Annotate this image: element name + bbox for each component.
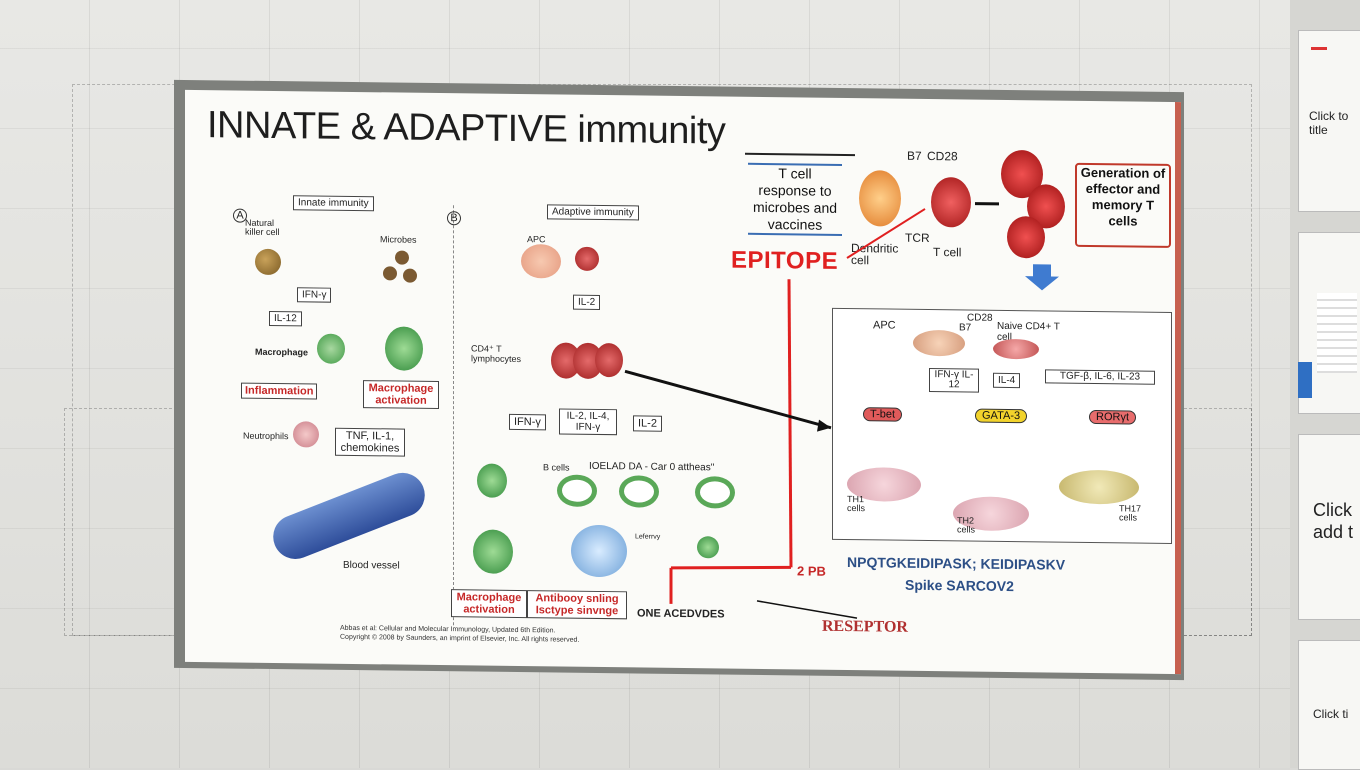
cd4-to-th-arrowhead	[817, 420, 831, 432]
thumbnail-3[interactable]: Click add t	[1298, 434, 1360, 620]
t-cell-icon-b	[575, 247, 599, 271]
plasma-cell-icon	[571, 525, 627, 578]
spike-label[interactable]: Spike SARCOV2	[905, 577, 1014, 594]
nk-cell-label: Natural killer cell	[245, 219, 281, 237]
cd4-label: CD4⁺ T lymphocytes	[471, 343, 551, 364]
blood-vessel-icon	[267, 466, 432, 565]
thumbnail-1[interactable]: Click to title	[1298, 30, 1360, 212]
mac-activation-box-b: Macrophage activation	[451, 589, 527, 618]
peptide-sequence[interactable]: NPQTGKEIDIPASK; KEIDIPASKV	[847, 554, 1065, 573]
il2-top-label: IL-2	[573, 295, 600, 310]
antibody-box: Antibooy snling Isctype sinvnge	[527, 590, 627, 619]
t-cell-label: T cell	[933, 245, 961, 259]
tbet-label: T-bet	[863, 407, 902, 421]
thumbnail-1-accent	[1311, 47, 1327, 50]
thumbnail-4-title: Click ti	[1313, 707, 1357, 721]
blood-vessel-label: Blood vessel	[343, 560, 400, 572]
b7-label: B7	[907, 149, 922, 163]
macrophage-icon-b-2	[473, 529, 513, 573]
dendritic-label: Dendritic cell	[851, 242, 901, 267]
innate-header: Innate immunity	[293, 195, 374, 211]
pb-red-line	[671, 566, 791, 569]
macrophage-label: Macrophage	[255, 347, 308, 358]
cd28-label: CD28	[927, 149, 958, 163]
th17-cells-icon	[1059, 470, 1139, 505]
microbe-icon-2	[383, 266, 397, 280]
title-underline	[745, 153, 855, 156]
cytokine-box-3: TGF-β, IL-6, IL-23	[1045, 369, 1155, 384]
microbes-label: Microbes	[380, 234, 417, 244]
b-cell-icon-2	[619, 475, 659, 507]
down-blue-arrow	[1025, 264, 1059, 290]
effector-cell-3	[1007, 216, 1045, 258]
epitope-label[interactable]: EPITOPE	[731, 247, 838, 276]
citation-line-2: Copyright © 2008 by Saunders, an imprint…	[340, 633, 579, 645]
macrophage-icon	[317, 334, 345, 364]
b-cell-icon-1	[557, 474, 597, 506]
t-cell-icon-top	[931, 177, 971, 227]
apc-icon-th	[913, 330, 965, 357]
panel-b-marker: B	[447, 211, 461, 225]
cytokine-box-2: IL-4	[993, 373, 1020, 388]
thumbnail-2-preview	[1317, 293, 1357, 373]
cytokine-box-1: IFN-γ IL-12	[929, 368, 979, 393]
citation-text: Abbas et al: Cellular and Molecular Immu…	[340, 624, 579, 645]
ones-label: ONE ACEDVDES	[637, 607, 725, 620]
slide-title[interactable]: INNATE & ADAPTIVE immunity	[207, 104, 725, 153]
adaptive-header: Adaptive immunity	[547, 204, 639, 220]
reseptor-pointer	[757, 601, 857, 618]
microbe-icon-3	[403, 269, 417, 283]
b7-label-th: B7	[959, 322, 971, 333]
il2-right-label: IL-2	[633, 415, 662, 431]
ifn-gamma-label-b: IFN-γ	[509, 414, 546, 430]
th-differentiation-panel: APC CD28 B7 Naive CD4+ T cell IFN-γ IL-1…	[832, 308, 1172, 544]
th2-label: TH2 cells	[957, 516, 987, 534]
b-cells-label: B cells	[543, 462, 570, 472]
th17-label: TH17 cells	[1119, 504, 1149, 522]
il12-label: IL-12	[269, 311, 302, 326]
roryt-label: RORγt	[1089, 410, 1136, 425]
microbe-icon-1	[395, 250, 409, 264]
mac-activation-box-a: Macrophage activation	[363, 380, 439, 409]
epitope-red-line	[789, 279, 791, 567]
gata3-label: GATA-3	[975, 409, 1027, 424]
tnf-label: TNF, IL-1, chemokines	[335, 428, 405, 457]
pb-label: 2 PB	[797, 563, 826, 578]
activated-macrophage-icon	[385, 326, 423, 370]
dendritic-cell-icon	[859, 170, 901, 227]
inflammation-box: Inflammation	[241, 383, 317, 400]
nk-cell-icon	[255, 249, 281, 275]
apc-icon-b	[521, 244, 561, 278]
small-cell-icon	[697, 536, 719, 558]
cart-text-label: IOELAD DA - Car 0 attheas"	[589, 461, 714, 474]
t-cell-response-box: T cell response to microbes and vaccines	[748, 163, 842, 236]
thumbnail-1-title: Click to title	[1309, 109, 1359, 137]
b-cell-icon-3	[695, 476, 735, 508]
panel-divider	[453, 205, 454, 625]
th1-label: TH1 cells	[847, 495, 877, 513]
naive-t-cell-icon	[993, 339, 1039, 360]
leaves-label: Leferrvy	[635, 533, 660, 540]
neutrophil-icon	[293, 421, 319, 447]
apc-label-b: APC	[527, 234, 546, 244]
thumbnail-3-title: Click add t	[1313, 499, 1359, 543]
macrophage-icon-b-1	[477, 463, 507, 497]
ifn-gamma-label-a: IFN-γ	[297, 287, 331, 302]
apc-label-th: APC	[873, 319, 896, 331]
neutrophils-label: Neutrophils	[243, 431, 289, 442]
il2-mix-label: IL-2, IL-4, IFN-γ	[559, 408, 617, 435]
thumbnail-4[interactable]: Click ti	[1298, 640, 1360, 770]
cd4-cluster-3	[595, 343, 623, 377]
slide-content[interactable]: INNATE & ADAPTIVE immunity A Innate immu…	[185, 90, 1181, 674]
tcr-label: TCR	[905, 231, 930, 245]
reseptor-label[interactable]: RESEPTOR	[822, 618, 908, 637]
thumbnail-selection-marker	[1298, 362, 1312, 398]
generation-box: Generation of effector and memory T cell…	[1075, 163, 1171, 248]
